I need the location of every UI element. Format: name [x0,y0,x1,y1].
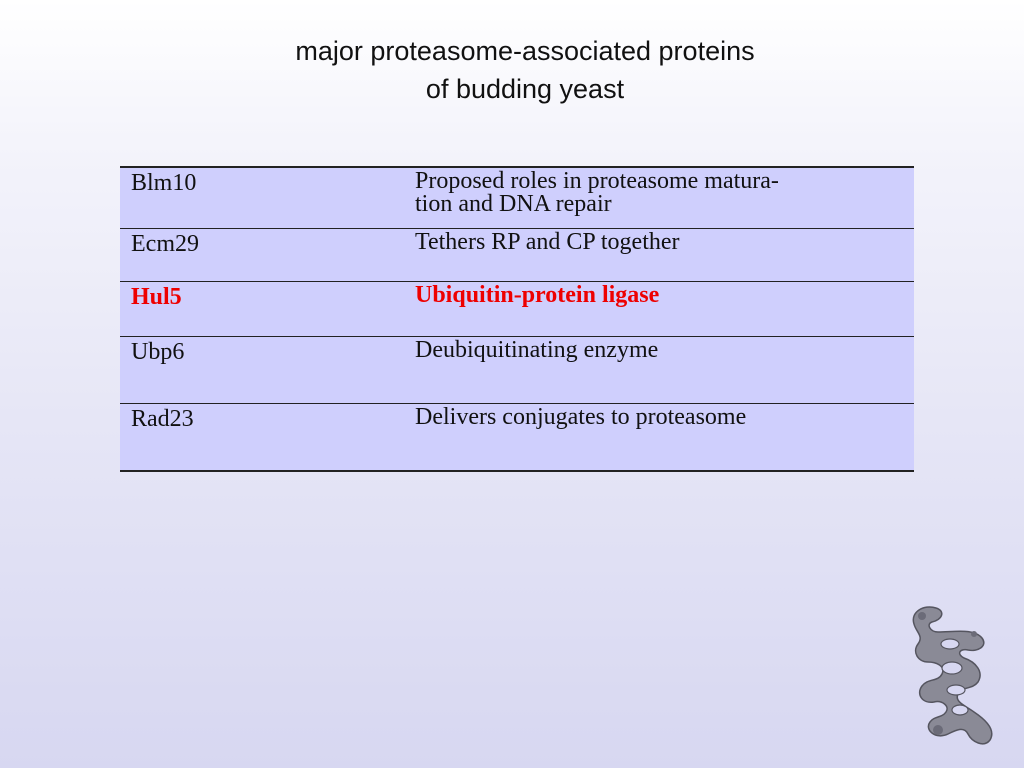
table-row: Ecm29 Tethers RP and CP together [120,228,914,282]
protein-name-cell: Ubp6 [120,336,415,404]
slide-title-line-1: major proteasome-associated proteins [295,36,755,66]
protein-name-cell: Rad23 [120,403,415,472]
table-row: Blm10 Proposed roles in proteasome matur… [120,166,914,229]
protein-role-line: tion and DNA repair [415,191,612,217]
protein-role-cell: Ubiquitin-protein ligase [415,281,914,337]
table-row: Rad23 Delivers conjugates to proteasome [120,403,914,472]
slide-title-line-2: of budding yeast [425,74,625,104]
protein-role-line: Ubiquitin-protein ligase [415,282,660,308]
slide-title: major proteasome-associated proteins of … [0,32,1024,108]
protein-name-cell: Hul5 [120,281,415,337]
protein-role-cell: Proposed roles in proteasome matura- tio… [415,166,914,229]
protein-role-line: Proposed roles in proteasome matura- [415,168,779,194]
protein-role-line: Delivers conjugates to proteasome [415,404,747,430]
protein-role-cell: Tethers RP and CP together [415,228,914,282]
protein-name-cell: Ecm29 [120,228,415,282]
table-row-highlighted: Hul5 Ubiquitin-protein ligase [120,281,914,337]
protein-role-cell: Delivers conjugates to proteasome [415,403,914,472]
protein-role-cell: Deubiquitinating enzyme [415,336,914,404]
protein-role-line: Tethers RP and CP together [415,229,680,255]
protein-role-line: Deubiquitinating enzyme [415,337,659,363]
table-row: Ubp6 Deubiquitinating enzyme [120,336,914,404]
proteasome-structure-logo-icon [912,606,993,745]
protein-name-cell: Blm10 [120,166,415,229]
protein-table: Blm10 Proposed roles in proteasome matur… [120,166,914,472]
